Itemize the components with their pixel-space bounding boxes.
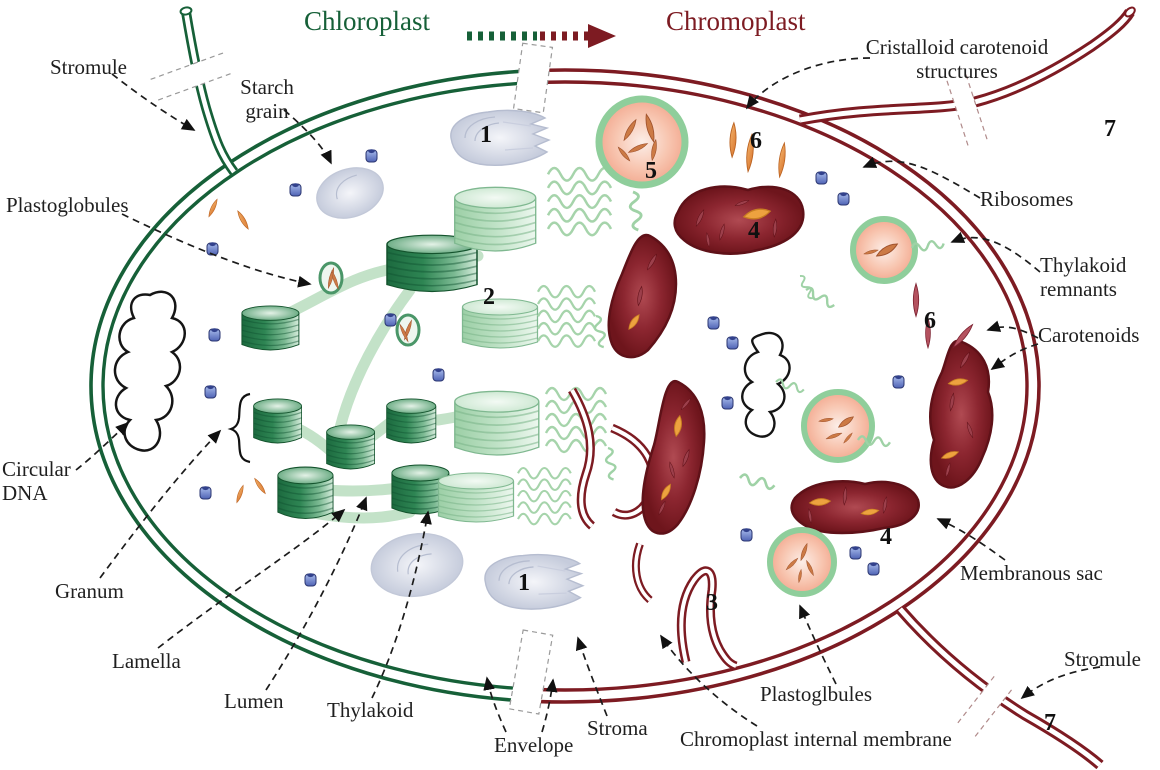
label-plastoglbules: Plastoglbules <box>760 682 873 706</box>
number-thylakoid-remnant-grana: 2 <box>483 284 495 310</box>
label-ribosomes: Ribosomes <box>980 187 1074 211</box>
starch-grain-smooth-top <box>316 167 384 219</box>
number-starch-grain-bottom: 1 <box>518 570 530 596</box>
number-membranous-sac-top: 4 <box>748 218 760 244</box>
plastoglobule-on-lamella <box>395 313 421 347</box>
starch-grain-fringed-top <box>450 109 550 166</box>
number-chromoplast-internal-membrane: 3 <box>706 590 718 616</box>
label-cristalloid-carotenoid-structures: Cristalloid carotenoid structures <box>865 35 1049 83</box>
label-granum: Granum <box>55 579 124 603</box>
circular-dna-loop-left <box>113 290 186 452</box>
membranous-sac-top <box>673 185 805 255</box>
carotenoid-vesicle-mid <box>801 389 875 463</box>
number-cristalloid-carotenoids-right: 6 <box>924 308 936 334</box>
membranous-sac-lower-center <box>641 380 706 535</box>
stromule-top-right <box>798 6 1136 126</box>
number-stromule-bottom-right: 7 <box>1044 710 1056 736</box>
granum-bracket <box>227 392 251 464</box>
carotenoid-vesicle-bottom <box>767 527 837 597</box>
carotenoid-vesicle-right <box>850 216 918 284</box>
conversion-arrow <box>467 24 616 48</box>
carotenoid-vesicle-top <box>595 95 689 189</box>
chloroplast-envelope <box>89 68 540 704</box>
chromoplast-title: Chromoplast <box>666 6 806 36</box>
label-chromoplast-internal-membrane: Chromoplast internal membrane <box>680 727 952 751</box>
label-stroma: Stroma <box>587 716 648 740</box>
label-plastoglobules: Plastoglobules <box>6 193 129 217</box>
label-envelope: Envelope <box>494 733 574 757</box>
number-stromule-top-right: 7 <box>1104 116 1116 142</box>
chromoplast-envelope <box>531 68 1041 704</box>
label-starch-grain: Starch grain <box>240 75 294 123</box>
number-starch-grain-top: 1 <box>480 122 492 148</box>
label-thylakoid-remnants: Thylakoid remnants <box>1040 253 1127 301</box>
label-carotenoids: Carotenoids <box>1038 323 1140 347</box>
label-lamella: Lamella <box>112 649 181 673</box>
number-membranous-sac-bottom: 4 <box>880 524 892 550</box>
number-carotenoid-vesicle: 5 <box>645 158 657 184</box>
label-thylakoid: Thylakoid <box>327 698 414 722</box>
label-circular-dna: Circular DNA <box>2 457 71 505</box>
stromule-top-left <box>179 6 239 175</box>
cristalloid-carotenoids-right <box>912 283 976 350</box>
membranous-sac-right <box>929 339 994 489</box>
circular-dna-loop-right <box>741 331 791 438</box>
membranous-sac-bottom <box>790 480 920 535</box>
starch-grain-fringed-bottom <box>483 551 585 612</box>
number-cristalloid-carotenoids-top: 6 <box>750 128 762 154</box>
label-stromule-top: Stromule <box>50 55 127 79</box>
starch-grain-smooth-bottom <box>370 532 464 598</box>
label-membranous-sac: Membranous sac <box>960 561 1103 585</box>
chloroplast-title: Chloroplast <box>304 6 430 36</box>
stromule-bottom-right <box>895 605 1104 770</box>
label-lumen: Lumen <box>224 689 284 713</box>
membrane-break-markers <box>150 42 1013 737</box>
membranous-sac-upper-center <box>607 233 678 359</box>
plastoglobule-on-lamella <box>318 261 344 295</box>
label-stromule-bottom: Stromule <box>1064 647 1141 671</box>
label-connectors <box>75 57 1101 733</box>
